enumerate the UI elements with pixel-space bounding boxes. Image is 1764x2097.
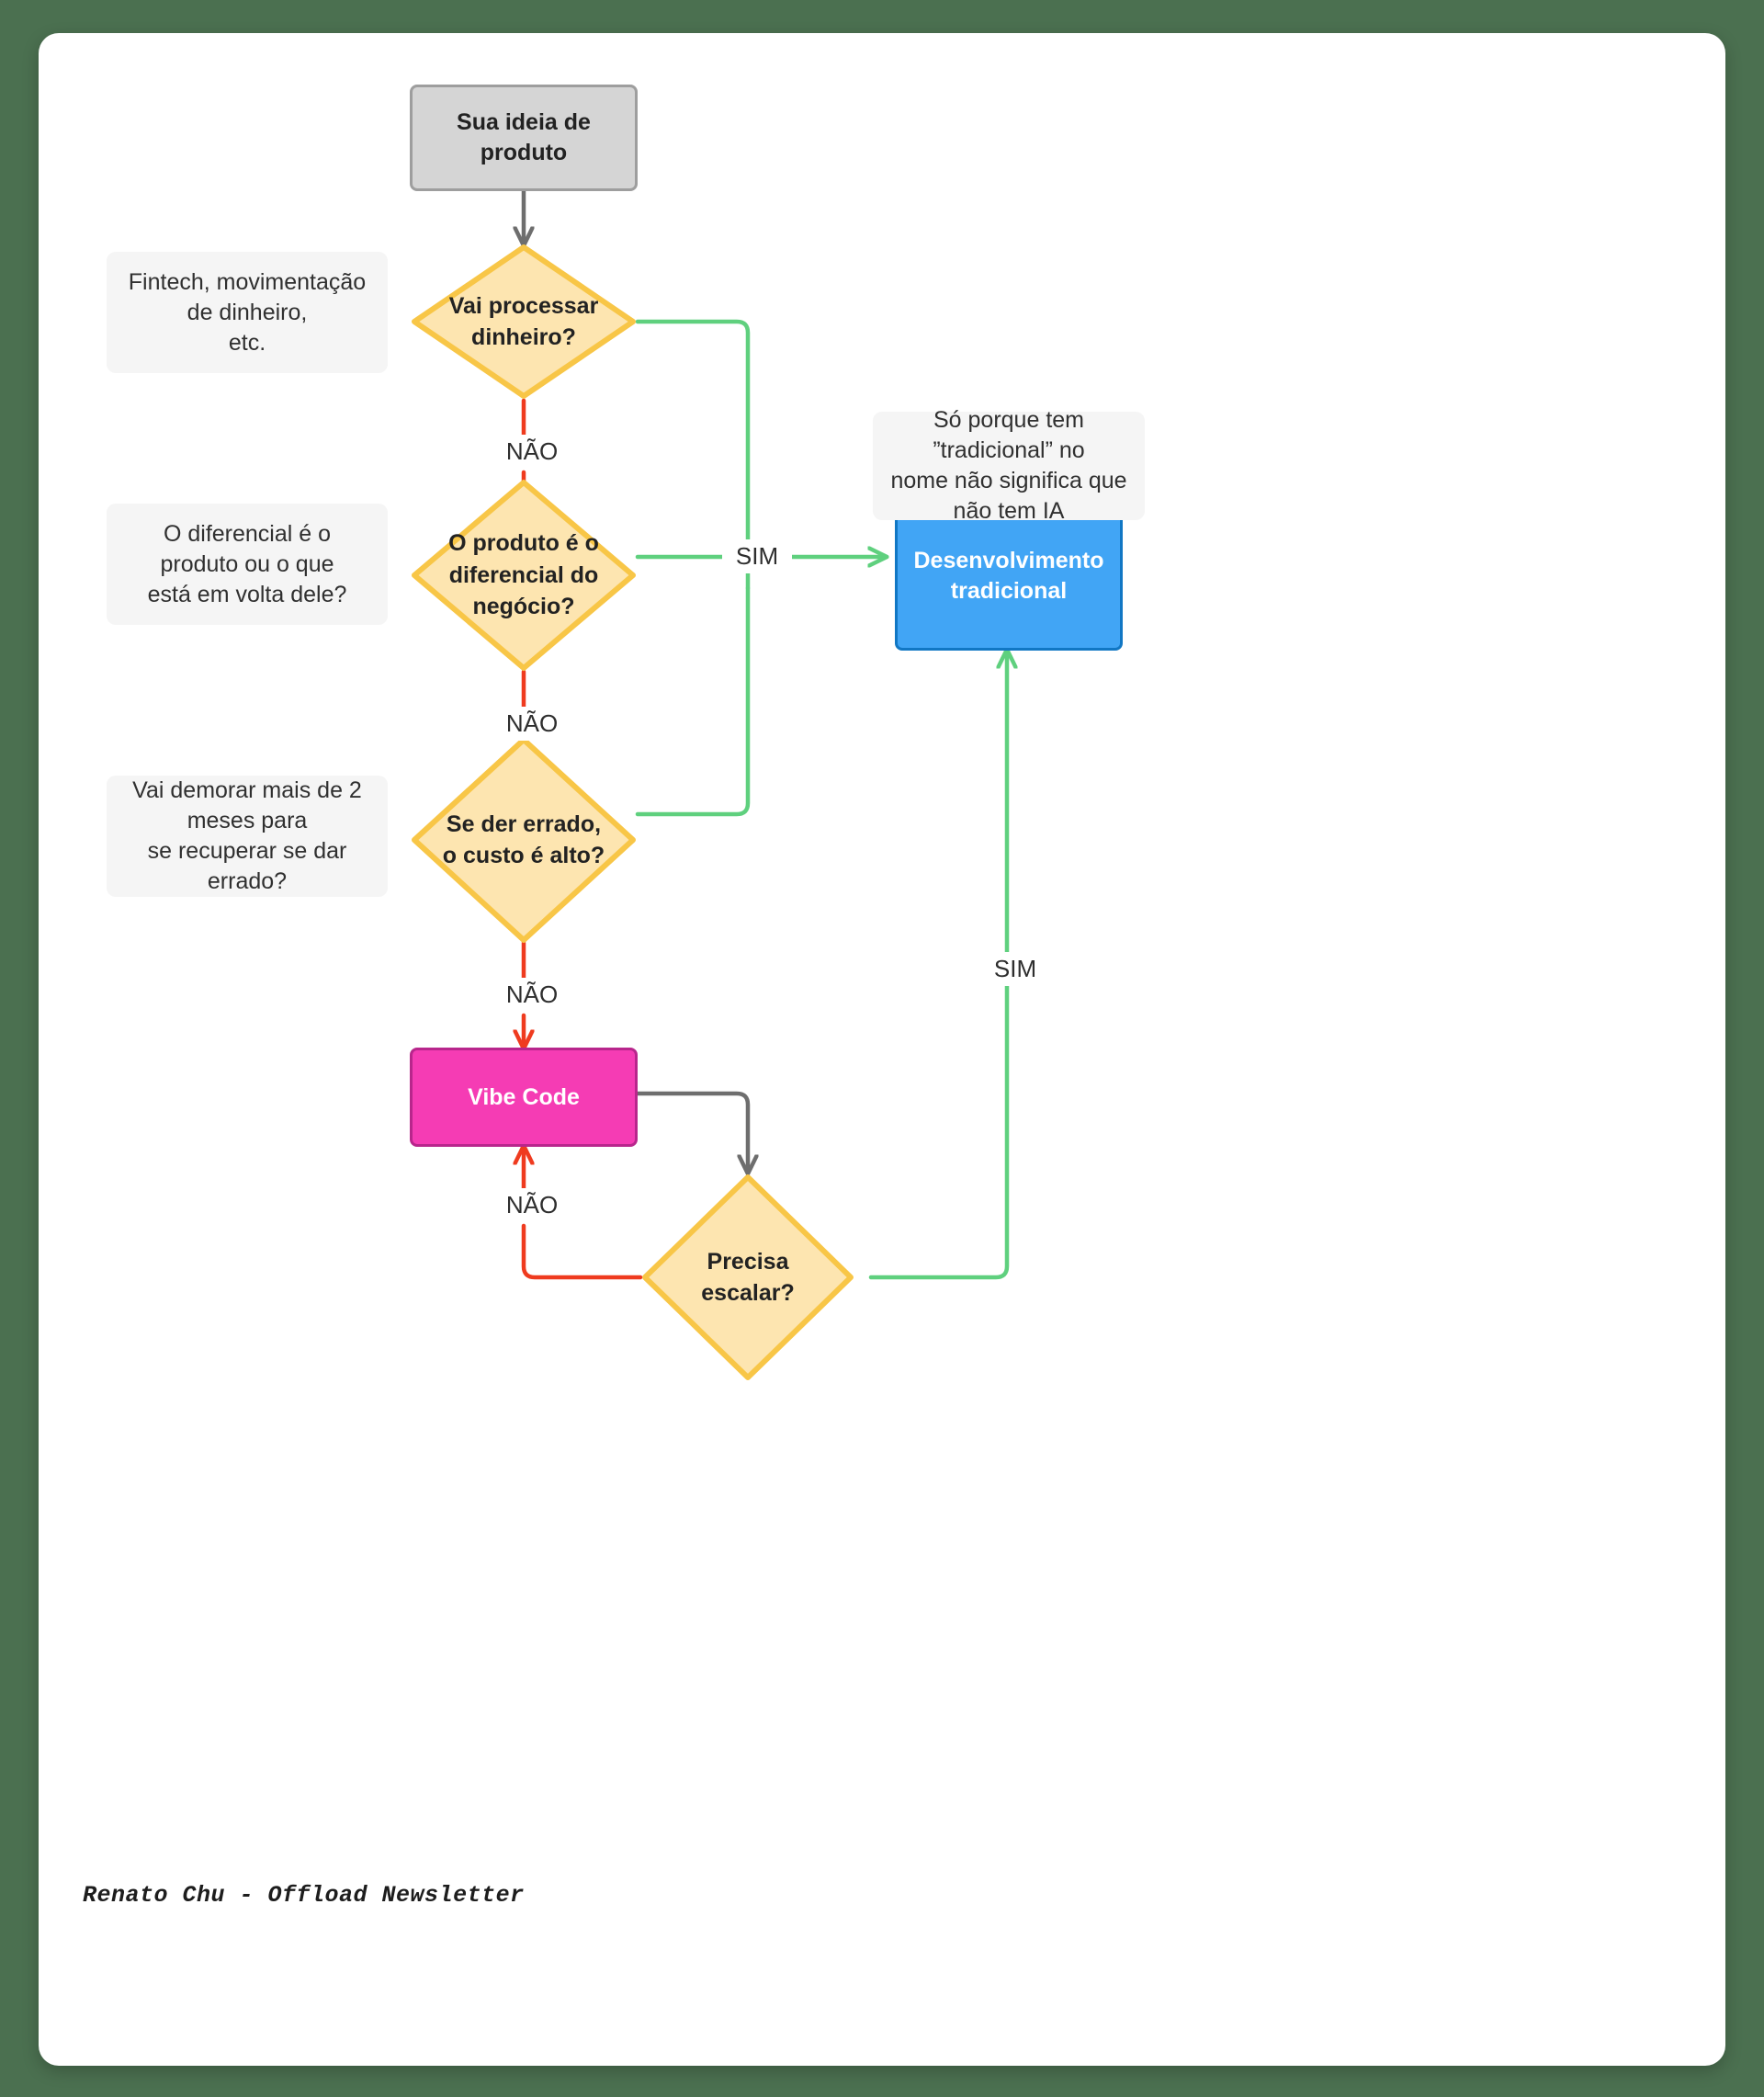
node-start-label: Sua ideia de produto <box>457 109 591 165</box>
edge-money-yes <box>635 319 751 591</box>
edge-label-escalar-no: NÃO <box>477 1188 587 1222</box>
note-diferencial: O diferencial é o produto ou o que está … <box>107 504 388 625</box>
edge-label-diferencial-no: NÃO <box>477 707 587 741</box>
edge-label-escalar-sim: SIM <box>980 952 1050 986</box>
edge-label-custo-no: NÃO <box>477 978 587 1012</box>
node-decision-money[interactable]: Vai processar dinheiro? <box>410 243 638 401</box>
diagram-card: Sua ideia de produto Vai processar dinhe… <box>39 33 1725 2066</box>
note-diferencial-label: O diferencial é o produto ou o que está … <box>147 520 347 607</box>
note-custo: Vai demorar mais de 2 meses para se recu… <box>107 776 388 897</box>
note-money-label: Fintech, movimentação de dinheiro, etc. <box>128 268 367 356</box>
edge-sim-trunk-lower <box>635 585 751 817</box>
footer-credit: Renato Chu - Offload Newsletter <box>83 1882 525 1909</box>
edge-label-diferencial-sim: SIM <box>722 539 792 573</box>
note-custo-label: Vai demorar mais de 2 meses para se recu… <box>132 777 362 894</box>
flowchart-connectors <box>39 188 1725 1280</box>
node-decision-custo[interactable]: Se der errado, o custo é alto? <box>410 735 638 945</box>
decision-shape <box>412 480 636 671</box>
decision-shape <box>642 1174 854 1380</box>
note-money: Fintech, movimentação de dinheiro, etc. <box>107 252 388 373</box>
node-start[interactable]: Sua ideia de produto <box>410 85 638 191</box>
decision-shape <box>412 244 636 399</box>
node-desenvolvimento-tradicional[interactable]: Desenvolvimento tradicional <box>895 502 1123 651</box>
edge-escalar-no-lower <box>521 1223 643 1280</box>
node-decision-escalar[interactable]: Precisa escalar? <box>640 1173 855 1382</box>
edge-label-money-no: NÃO <box>477 435 587 469</box>
decision-shape <box>412 737 636 943</box>
node-desenvolvimento-tradicional-label: Desenvolvimento tradicional <box>913 548 1104 604</box>
node-decision-diferencial[interactable]: O produto é o diferencial do negócio? <box>410 478 638 673</box>
note-tradicional-label: Só porque tem ”tradicional” no nome não … <box>890 407 1127 524</box>
edge-escalar-yes <box>868 651 1007 1280</box>
note-tradicional: Só porque tem ”tradicional” no nome não … <box>873 407 1145 524</box>
node-vibe-code[interactable]: Vibe Code <box>410 1048 638 1147</box>
node-vibe-code-label: Vibe Code <box>468 1083 580 1110</box>
edge-vibe-to-escalar <box>635 1091 748 1173</box>
